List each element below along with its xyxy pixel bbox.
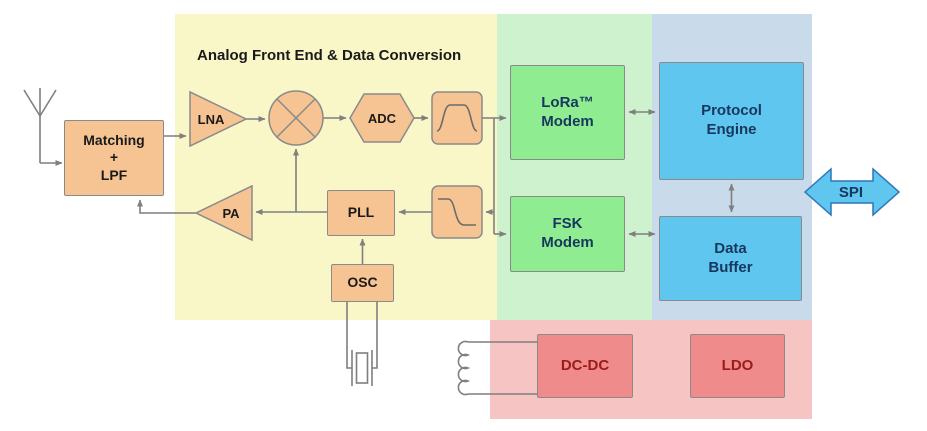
block-data-buffer: Data Buffer — [659, 216, 802, 301]
pll-label: PLL — [347, 204, 375, 221]
region-modems — [497, 14, 652, 320]
block-matching-lpf: Matching + LPF — [64, 120, 164, 196]
osc-label: OSC — [347, 274, 378, 291]
block-fsk-modem: FSK Modem — [510, 196, 625, 272]
afe-region-title: Analog Front End & Data Conversion — [197, 47, 462, 64]
protocol-engine-line1: Protocol — [701, 102, 762, 120]
block-osc: OSC — [331, 264, 394, 302]
matching-line3: LPF — [100, 166, 128, 183]
lora-modem-line2: Modem — [541, 112, 594, 130]
lna-label: LNA — [197, 112, 225, 127]
matching-line2: + — [109, 149, 119, 166]
pa-label: PA — [222, 206, 240, 221]
lora-modem-line1: LoRa™ — [541, 93, 594, 111]
fsk-modem-line1: FSK — [552, 215, 583, 233]
data-buffer-line2: Buffer — [708, 258, 753, 276]
dcdc-label: DC-DC — [560, 356, 610, 374]
block-dcdc: DC-DC — [537, 334, 633, 398]
data-buffer-line1: Data — [714, 239, 747, 257]
block-protocol-engine: Protocol Engine — [659, 62, 804, 180]
block-pll: PLL — [327, 190, 395, 236]
ldo-label: LDO — [721, 356, 754, 374]
block-lora-modem: LoRa™ Modem — [510, 65, 625, 160]
fsk-modem-line2: Modem — [541, 234, 594, 251]
block-ldo: LDO — [690, 334, 785, 398]
spi-label: SPI — [838, 184, 864, 201]
matching-line1: Matching — [83, 131, 145, 148]
protocol-engine-line2: Engine — [706, 121, 757, 138]
antenna-icon — [23, 88, 63, 166]
adc-label: ADC — [367, 111, 397, 126]
